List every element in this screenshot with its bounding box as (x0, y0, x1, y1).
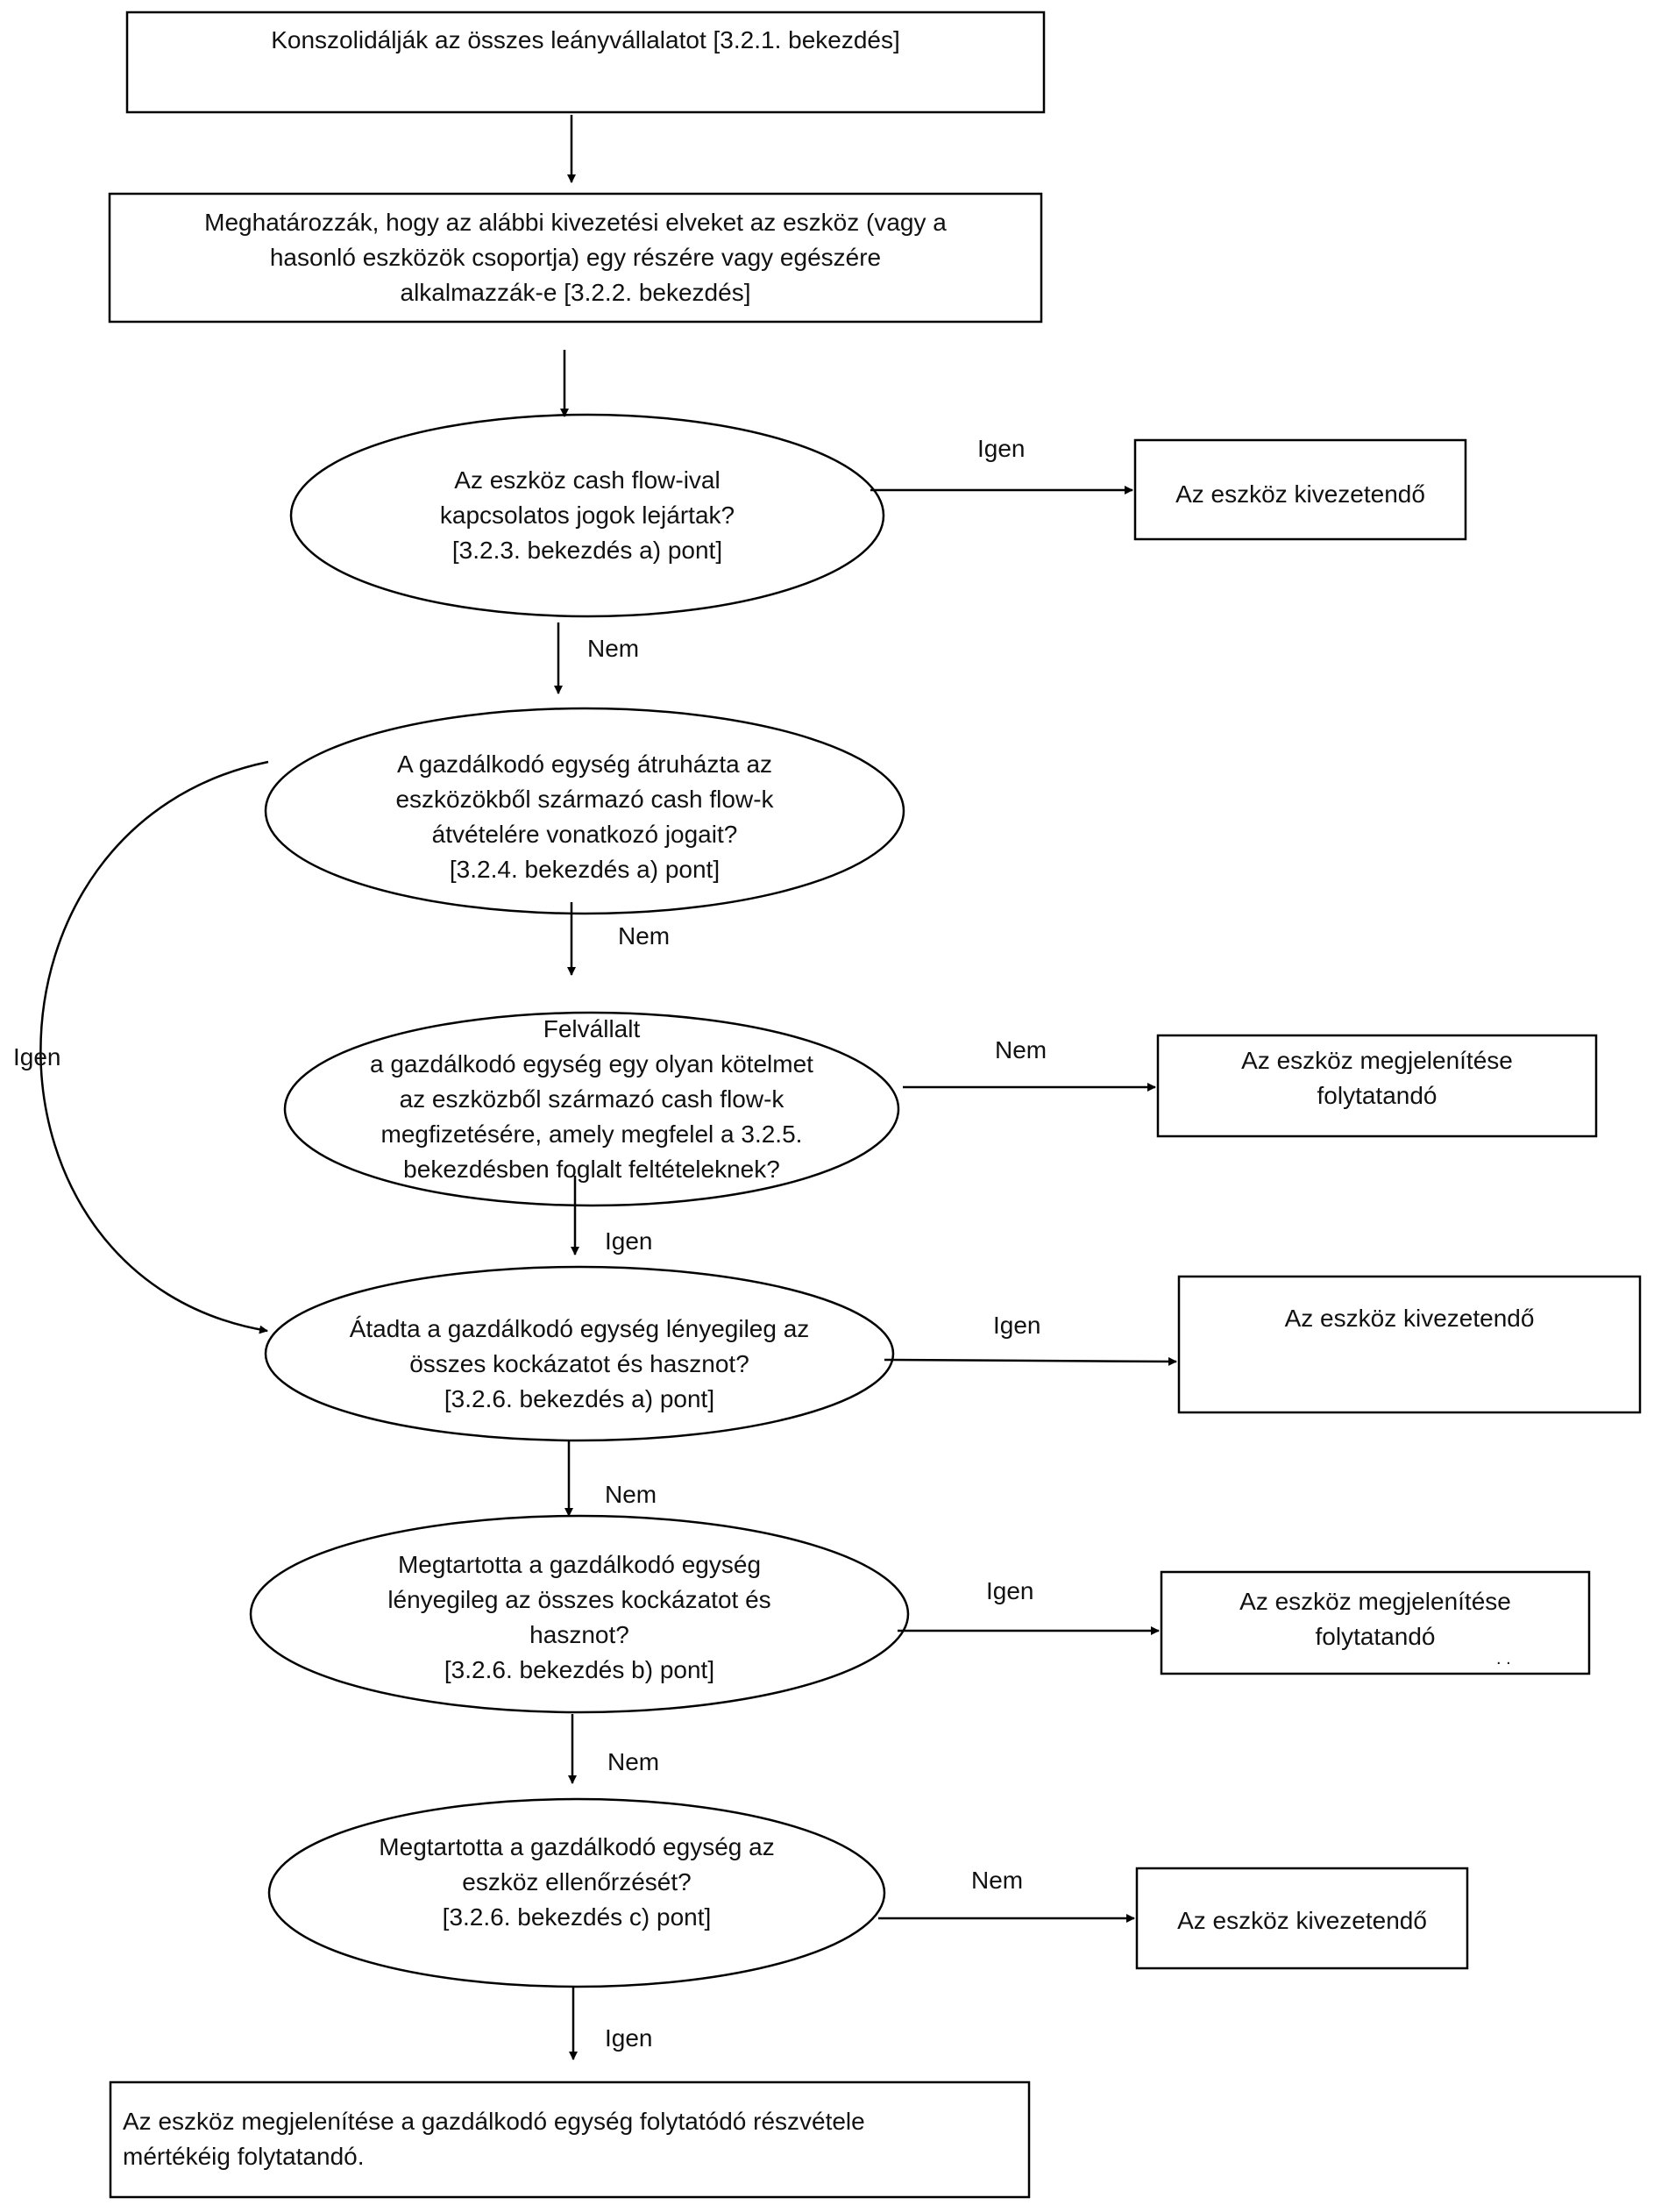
decision-q2-text: A gazdálkodó egység átruházta az eszközö… (395, 750, 774, 883)
edge-q4-yes (884, 1356, 1177, 1366)
decision-q5-text: Megtartotta a gazdálkodó egység lényegil… (387, 1551, 771, 1683)
edge-label-q3-no: Nem (995, 1036, 1047, 1063)
box-final-text: Az eszköz megjelenítése a gazdálkodó egy… (123, 2108, 865, 2170)
edge-label-q5-yes: Igen (986, 1577, 1034, 1604)
decision-q6-text: Megtartotta a gazdálkodó egység az eszkö… (379, 1833, 775, 1931)
edge-label-q6-no: Nem (971, 1867, 1024, 1894)
decision-q2 (264, 707, 905, 915)
decision-q4-text: Átadta a gazdálkodó egység lényegileg az… (349, 1315, 810, 1412)
edge-label-q3-yes: Igen (605, 1227, 653, 1255)
decision-q5 (249, 1514, 910, 1714)
edge-label-q1-yes: Igen (977, 435, 1026, 462)
box-continue-2 (1160, 1570, 1591, 1675)
edge-label-q2-no: Nem (618, 922, 671, 950)
decision-q3 (283, 1011, 900, 1207)
box-final (109, 2080, 1031, 2199)
box-step2-text: Meghatározzák, hogy az alábbi kivezetési… (204, 209, 947, 306)
box-step2 (108, 192, 1043, 324)
box-derecognise-1 (1133, 438, 1467, 541)
box-step1 (125, 11, 1046, 114)
edge-label-q4-no: Nem (605, 1481, 657, 1508)
decision-q1 (289, 413, 885, 618)
box-step1-text: Konszolidálják az összes leányvállalatot… (271, 26, 900, 53)
edge-label-q2-yes: Igen (13, 1043, 61, 1070)
box-continue-1 (1156, 1034, 1598, 1138)
edge-label-q4-yes: Igen (993, 1312, 1041, 1339)
edge-q2-yes (39, 760, 269, 1334)
box-continue-1-text: Az eszköz megjelenítése folytatandó (1241, 1047, 1513, 1109)
decision-q3-text: Felvállalt a gazdálkodó egység egy olyan… (370, 1015, 813, 1183)
box-continue-2-text: Az eszköz megjelenítése folytatandó (1239, 1588, 1511, 1650)
box-derecognise-3 (1135, 1867, 1469, 1970)
decision-q4 (264, 1265, 895, 1442)
decision-q1-text: Az eszköz cash flow-ival kapcsolatos jog… (439, 466, 735, 564)
box-derecognise-1-text: Az eszköz kivezetendő (1175, 480, 1425, 508)
stray-mark: . . (1496, 1649, 1511, 1668)
edge-label-q1-no: Nem (587, 635, 640, 662)
edge-label-q6-yes: Igen (605, 2024, 653, 2052)
edge-label-q5-no: Nem (607, 1748, 660, 1775)
box-derecognise-2-text: Az eszköz kivezetendő (1284, 1305, 1535, 1332)
decision-q6 (267, 1797, 886, 1988)
box-derecognise-2 (1177, 1275, 1642, 1414)
box-derecognise-3-text: Az eszköz kivezetendő (1177, 1907, 1427, 1934)
